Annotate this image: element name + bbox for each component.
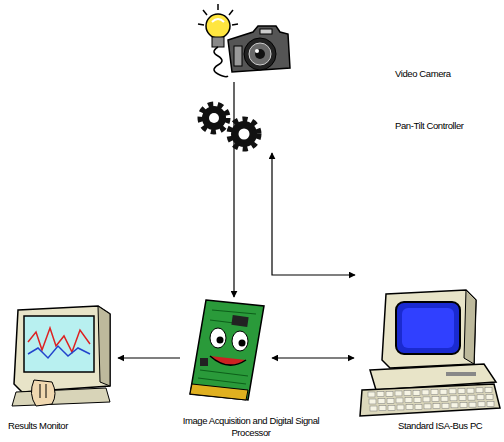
component-node: Pan-Tilt Controller [192,100,268,152]
component-node: Video Camera [178,2,293,94]
monitor-illustration [12,306,110,406]
component-icon [356,286,502,418]
camera-illustration [198,4,290,77]
gears-illustration [202,106,257,147]
component-node: Results Monitor [6,302,116,410]
connector-arrow [233,82,234,297]
component-label: Standard ISA-Bus PC [398,420,482,432]
component-icon [182,296,270,406]
pc-illustration [360,290,500,416]
processor-board-illustration [190,300,264,400]
component-icon [192,100,268,152]
component-label: Pan-Tilt Controller [395,120,464,132]
component-node: Standard ISA-Bus PC [356,286,502,418]
connector-arrow [272,357,354,358]
connector-arrow [272,153,355,275]
component-icon [178,2,293,94]
component-label: Image Acquisition and Digital Signal Pro… [176,415,326,439]
connector-arrow [118,357,180,358]
component-node: Image Acquisition and Digital Signal Pro… [182,296,270,406]
component-icon [6,302,116,410]
component-label: Video Camera [395,68,451,80]
component-label: Results Monitor [8,420,68,432]
